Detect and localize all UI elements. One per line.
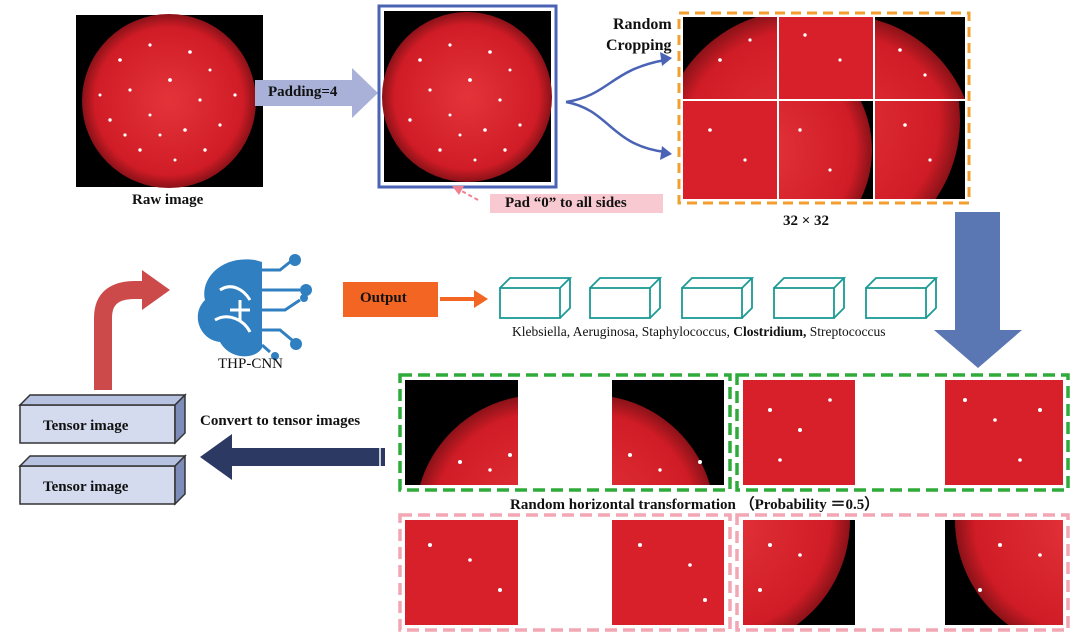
down-arrow xyxy=(934,212,1022,368)
output-label: Output xyxy=(360,290,407,306)
brain-icon xyxy=(197,254,312,360)
crop-size-label: 32 × 32 xyxy=(783,213,830,229)
random-cropping-label-1: Random xyxy=(613,16,672,33)
tensor-image-top: Tensor image xyxy=(43,418,129,434)
random-cropping-label-2: Cropping xyxy=(606,37,672,54)
model-label: THP-CNN xyxy=(218,356,284,372)
class-clostridium: Clostridium, xyxy=(733,324,807,339)
convert-label: Convert to tensor images xyxy=(200,413,361,429)
padding-label: Padding=4 xyxy=(268,84,338,100)
tensor-image-bottom: Tensor image xyxy=(43,479,129,495)
raw-image xyxy=(76,14,263,188)
cube-5 xyxy=(865,277,939,319)
class-cubes xyxy=(499,277,939,319)
class-klebsiella: Klebsiella, xyxy=(512,324,571,339)
class-aeruginosa: Aeruginosa, xyxy=(572,324,639,339)
padding-arrow xyxy=(255,68,378,118)
class-streptococcus: Streptococcus xyxy=(809,324,886,339)
cropped-patches xyxy=(677,11,971,205)
horizontal-transform-label: Random horizontal transformation （Probab… xyxy=(510,497,880,513)
split-arrows xyxy=(565,58,666,154)
horizontal-flip-pink xyxy=(398,513,1070,632)
pad-zero-label: Pad “0” to all sides xyxy=(505,195,627,211)
output-box xyxy=(343,282,488,317)
padded-image xyxy=(377,4,558,189)
tensor-blocks xyxy=(18,393,187,506)
red-curved-arrow xyxy=(94,270,170,390)
horizontal-flip-green xyxy=(398,373,1070,492)
cube-1 xyxy=(499,277,573,319)
class-staphylococcus: Staphylococcus, xyxy=(641,324,730,339)
pad-zero-arrow xyxy=(452,186,663,213)
cube-3 xyxy=(681,277,755,319)
cube-2 xyxy=(589,277,663,319)
convert-arrow xyxy=(200,434,385,480)
cube-4 xyxy=(773,277,847,319)
raw-image-label: Raw image xyxy=(132,192,204,208)
class-list: Klebsiella, Aeruginosa, Staphylococcus, … xyxy=(512,324,885,340)
